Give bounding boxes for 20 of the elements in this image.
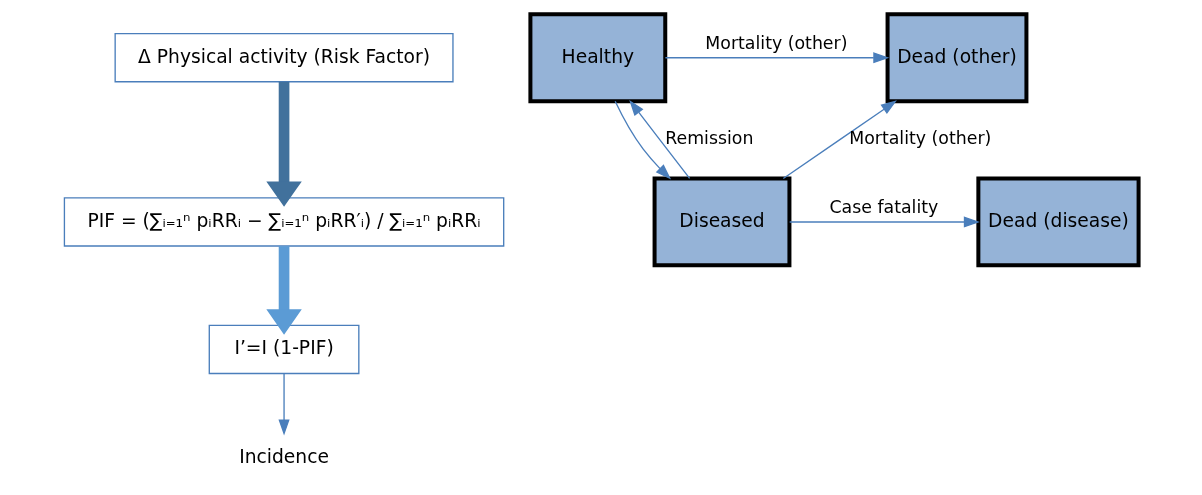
node-box: Δ Physical activity (Risk Factor) [114, 32, 454, 82]
arrow [664, 51, 889, 63]
node-box: I’=I (1-PIF) [208, 324, 359, 374]
edge-label: Case fatality [828, 196, 938, 217]
arrow [628, 99, 690, 179]
node-box: Dead (disease) [975, 176, 1141, 267]
edge-label: Mortality (other) [848, 127, 991, 148]
edge-label: Remission [664, 127, 753, 148]
node-box: Diseased [652, 176, 791, 267]
arrow [265, 245, 302, 335]
arrow [788, 215, 980, 228]
node-box: Dead (other) [885, 11, 1028, 103]
edge-label: Mortality (other) [704, 32, 847, 53]
node-box: PIF = (∑ᵢ₌₁ⁿ pᵢRRᵢ − ∑ᵢ₌₁ⁿ pᵢRR′ᵢ) / ∑ᵢ₌₁ⁿ pᵢRRᵢ [63, 196, 504, 247]
arrow [782, 99, 897, 179]
node-text: Incidence [238, 445, 329, 467]
node-box: Healthy [527, 11, 667, 103]
arrow [614, 100, 671, 180]
arrow [265, 81, 302, 207]
arrow [277, 372, 290, 435]
